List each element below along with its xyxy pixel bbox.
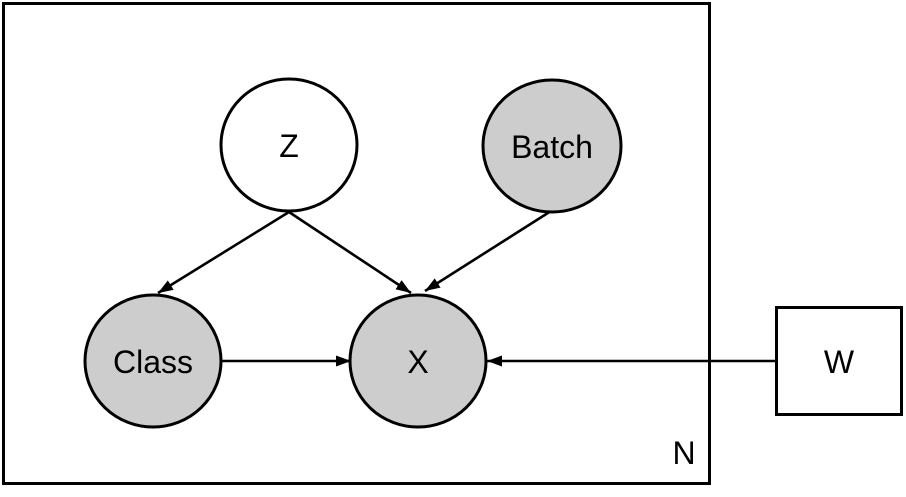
edge-batch-to-x [424,209,552,293]
node-z-label: Z [279,128,299,164]
node-x-circle [348,293,488,429]
node-class-circle [83,293,223,429]
plate-rect [2,2,711,485]
node-batch-label: Batch [511,129,593,165]
plate-count-label: N [672,435,695,471]
node-class-label: Class [113,344,193,380]
node-w-square [775,306,903,416]
edge-z-to-class [157,210,290,295]
node-z-circle [219,77,359,213]
node-x-label: X [407,344,428,380]
node-w-label: W [824,344,855,380]
node-batch-circle [481,78,623,214]
edge-z-to-x [288,210,412,295]
